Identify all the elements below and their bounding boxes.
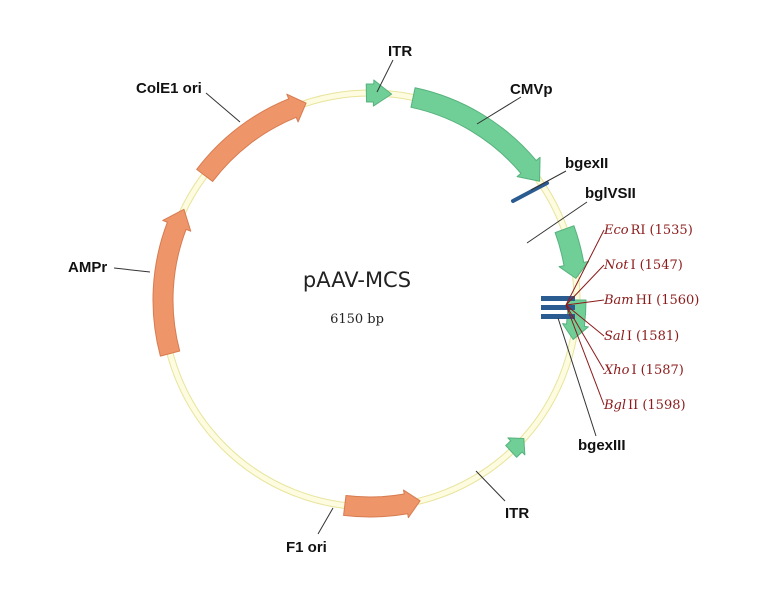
leader-itr-top [376, 59, 394, 93]
leader-bgexiii [557, 317, 597, 437]
feature-cmvp-arrow [410, 87, 541, 182]
label-itr-top: ITR [388, 43, 412, 60]
feature-f1-ori-arrow [343, 489, 421, 519]
site-leader-sali [565, 304, 605, 337]
site-leader-noti [565, 264, 605, 306]
leader-bgexii [530, 170, 567, 191]
feature-bgexii-mark [511, 181, 549, 203]
mcs-bar-2 [541, 305, 575, 310]
leader-cole1-ori [205, 92, 241, 123]
label-cmvp: CMVp [510, 81, 553, 98]
label-bglvsii: bglVSII [585, 185, 636, 202]
leader-itr-bottom [475, 470, 506, 502]
feature-bglvsii-arrow [554, 225, 590, 279]
feature-itr-top-arrow [365, 79, 393, 107]
feature-ampr-arrow [152, 208, 192, 357]
label-itr-bottom: ITR [505, 505, 529, 522]
label-bgexiii: bgexIII [578, 437, 626, 454]
label-bgexii: bgexII [565, 155, 608, 172]
site-leader-ecori [565, 229, 605, 306]
feature-cole1-ori-arrow [196, 93, 307, 182]
site-leader-bamhi [565, 299, 605, 306]
plasmid-size: 6150 bp [330, 312, 384, 327]
label-ampr: AMPr [68, 259, 107, 276]
label-f1-ori: F1 ori [286, 539, 327, 556]
mcs-bar-3 [541, 314, 575, 319]
site-leader-bglii [565, 304, 605, 406]
plasmid-name: pAAV-MCS [303, 268, 411, 292]
leader-ampr [113, 267, 151, 273]
label-cole1-ori: ColE1 ori [136, 80, 202, 97]
mcs-bar-1 [541, 296, 575, 301]
leader-bglvsii [526, 201, 588, 244]
leader-f1-ori [317, 507, 334, 535]
site-leader-xhoi [565, 304, 605, 371]
leader-cmvp [476, 96, 522, 125]
feature-itr-bottom-arrow [505, 437, 526, 458]
